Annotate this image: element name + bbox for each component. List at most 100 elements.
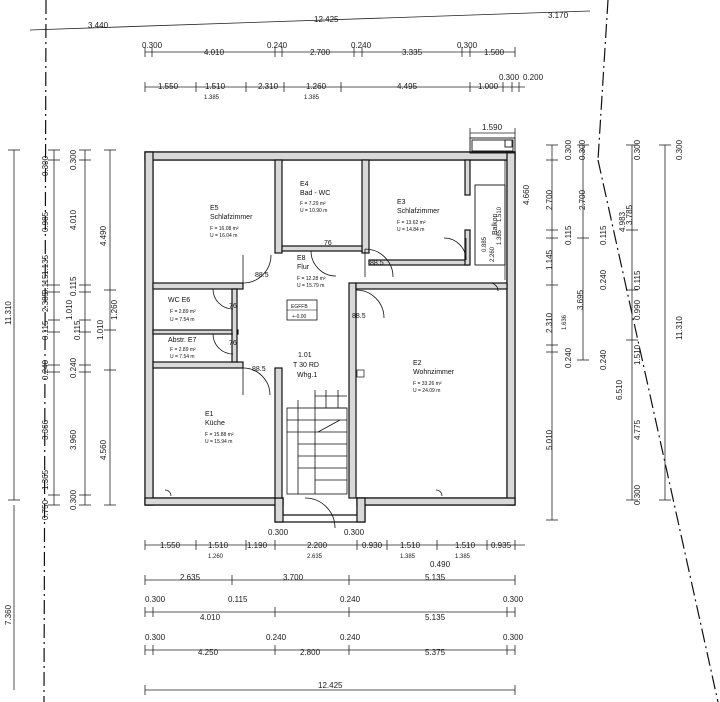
dim-label: 5.135 xyxy=(425,613,446,622)
room-name: Flur xyxy=(297,264,310,271)
dim-label: 0.300 xyxy=(503,595,524,604)
dim-label: 0.240 xyxy=(41,359,50,380)
dim-label: 3.785 xyxy=(625,204,634,225)
level-code: EGFFB xyxy=(291,304,308,310)
dim-label: 0.490 xyxy=(430,560,451,569)
dim-label: 0.240 xyxy=(340,595,361,604)
dim-label: 3.335 xyxy=(402,48,423,57)
stair-door: T 30 RD xyxy=(293,362,319,369)
dim-label: 5.375 xyxy=(425,648,446,657)
dim-label: 1.190 xyxy=(247,541,268,550)
dim-label: 1.135 xyxy=(41,254,50,275)
dim-label: 3.695 xyxy=(576,289,585,310)
dim-label: 4.010 xyxy=(69,209,78,230)
dim-label: 3.440 xyxy=(88,21,109,30)
dim-label: 2.260 xyxy=(490,246,496,262)
dim-label: 1.550 xyxy=(158,82,179,91)
dim-label: 0.300 xyxy=(633,139,642,160)
room-area: F = 15.88 m² xyxy=(205,432,234,438)
dim-label: 2.700 xyxy=(545,189,554,210)
dim-label: 0.115 xyxy=(228,595,248,604)
dim-label: 1.510 xyxy=(497,206,503,222)
room-area: F = 7.29 m² xyxy=(300,201,326,207)
left-dimensions xyxy=(8,149,116,690)
dim-label: 0.985 xyxy=(41,211,50,232)
dim-label: 0.300 xyxy=(457,41,478,50)
dim-label: 1.010 xyxy=(65,299,74,320)
dim-label: 0.115 xyxy=(41,274,50,294)
room-area: F = 12.28 m² xyxy=(297,276,326,282)
dim-label: 0.300 xyxy=(41,155,50,176)
dim-label: 4.495 xyxy=(397,82,418,91)
room-id: E8 xyxy=(297,255,306,262)
balcony-label: Balkon xyxy=(492,213,499,235)
door-marks: 88.5 76 88.5 76 76 88.5 88.5 xyxy=(229,240,384,373)
door-mark: 76 xyxy=(229,340,237,347)
dim-label: 1.385 xyxy=(304,95,320,101)
room-e4: E4 Bad - WC F = 7.29 m² U = 10.90 m xyxy=(300,181,330,214)
dim-label: 0.115 xyxy=(599,225,608,245)
door-mark: 88.5 xyxy=(252,366,266,373)
dim-label: 3.170 xyxy=(548,11,569,20)
room-perimeter: U = 10.90 m xyxy=(300,208,327,214)
dim-label: 6.510 xyxy=(615,379,624,400)
door-mark: 76 xyxy=(324,240,332,247)
room-id: E5 xyxy=(210,205,219,212)
room-area: F = 13.62 m² xyxy=(397,220,426,226)
dim-label: 0.240 xyxy=(564,347,573,368)
dim-label: 0.115 xyxy=(633,270,642,290)
dim-label: 1.510 xyxy=(455,541,476,550)
dim-label: 0.240 xyxy=(69,357,78,378)
room-name: Wohnzimmer xyxy=(413,369,455,376)
room-e8: E8 Flur F = 12.28 m² U = 15.79 m xyxy=(297,255,326,289)
dim-label: 0.935 xyxy=(491,541,512,550)
dim-label: 0.240 xyxy=(340,633,361,642)
room-name: Schlafzimmer xyxy=(210,214,253,221)
dim-label: 5.135 xyxy=(425,573,446,582)
dim-label: 0.300 xyxy=(145,633,166,642)
dim-label: 12.425 xyxy=(318,681,343,690)
dim-label: 2.385 xyxy=(41,291,50,312)
room-e7: Abstr. E7 F = 2.89 m² U = 7.54 m xyxy=(168,337,197,360)
dim-label: 1.510 xyxy=(633,344,642,365)
room-area: F = 16.08 m² xyxy=(210,226,239,232)
dim-label: 0.300 xyxy=(503,633,524,642)
dim-label: 2.700 xyxy=(310,48,331,57)
room-perimeter: U = 15.79 m xyxy=(297,283,324,289)
dim-label: 2.310 xyxy=(258,82,279,91)
stair-code: 1.01 xyxy=(298,352,312,359)
dim-label: 1.385 xyxy=(497,229,503,245)
dim-label: 1.260 xyxy=(110,299,119,320)
room-perimeter: U = 7.54 m xyxy=(170,354,195,360)
dim-label: 0.240 xyxy=(267,41,288,50)
dim-label: 1.260 xyxy=(306,82,327,91)
right-dimension-labels: 0.300 2.700 0.115 1.145 2.310 0.240 5.01… xyxy=(482,139,684,505)
dim-label: 0.240 xyxy=(599,269,608,290)
room-e3: E3 Schlafzimmer F = 13.62 m² U = 14.84 m xyxy=(397,199,440,233)
dim-label: 0.300 xyxy=(145,595,166,604)
room-area: F = 2.89 m² xyxy=(170,309,196,315)
dim-label: 1.636 xyxy=(562,314,568,330)
dim-label: 0.300 xyxy=(268,528,289,537)
dim-label: 1.385 xyxy=(204,95,220,101)
room-e2: E2 Wohnzimmer F = 33.26 m² U = 24.09 m xyxy=(413,360,455,394)
dim-label: 4.250 xyxy=(198,648,219,657)
dim-label: 0.750 xyxy=(41,499,50,520)
door-mark: 76 xyxy=(229,303,237,310)
dim-label: 0.115 xyxy=(564,225,573,245)
dim-label: 3.960 xyxy=(69,429,78,450)
dim-label: 1.590 xyxy=(482,123,503,132)
dim-label: 0.300 xyxy=(344,528,365,537)
dim-label: 2.200 xyxy=(307,541,328,550)
dim-label: 2.800 xyxy=(300,648,321,657)
dim-label: 0.115 xyxy=(69,276,78,296)
level-value: +-0.00 xyxy=(292,314,307,320)
room-name: Küche xyxy=(205,420,225,427)
room-name: Bad - WC xyxy=(300,190,330,197)
left-dimension-labels: 11.310 7.360 0.300 4.010 0.115 1.010 0.1… xyxy=(4,149,119,625)
dim-label: 4.010 xyxy=(204,48,225,57)
dim-label: 0.300 xyxy=(578,139,587,160)
top-dimension-labels: 3.440 12.425 3.170 0.300 4.010 0.240 2.7… xyxy=(88,11,569,132)
dim-label: 2.700 xyxy=(578,189,587,210)
